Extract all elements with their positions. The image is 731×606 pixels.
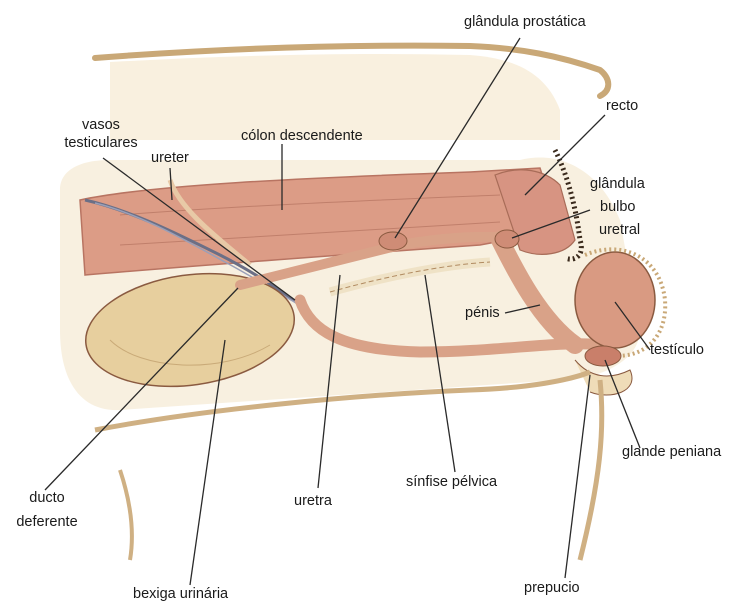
label-prepucio: prepucio xyxy=(524,580,580,597)
label-recto: recto xyxy=(606,98,638,115)
label-sinfise: sínfise pélvica xyxy=(406,474,497,491)
label-uretra: uretra xyxy=(294,493,332,510)
label-vasos-line2: testiculares xyxy=(46,135,156,152)
leader-prepucio xyxy=(565,375,590,578)
label-bulbo-line2: bulbo xyxy=(600,199,635,216)
label-colon: cólon descendente xyxy=(241,128,363,145)
prostate-shape xyxy=(379,232,407,250)
bulbourethral-shape xyxy=(495,230,519,248)
label-penis: pénis xyxy=(465,305,500,322)
testicle-shape xyxy=(575,252,655,348)
label-ureter: ureter xyxy=(151,150,189,167)
label-ducto-line2: deferente xyxy=(2,514,92,531)
label-bulbo-line3: uretral xyxy=(599,222,640,239)
label-ducto-line1: ducto xyxy=(2,490,92,507)
label-bulbo-line1: glândula xyxy=(590,176,645,193)
label-vasos-line1: vasos xyxy=(46,117,156,134)
label-testiculo: testículo xyxy=(650,342,704,359)
label-glandula-prostatica: glândula prostática xyxy=(464,14,586,31)
glans-shape xyxy=(585,346,621,366)
label-glande: glande peniana xyxy=(622,444,721,461)
label-bexiga: bexiga urinária xyxy=(133,586,228,603)
